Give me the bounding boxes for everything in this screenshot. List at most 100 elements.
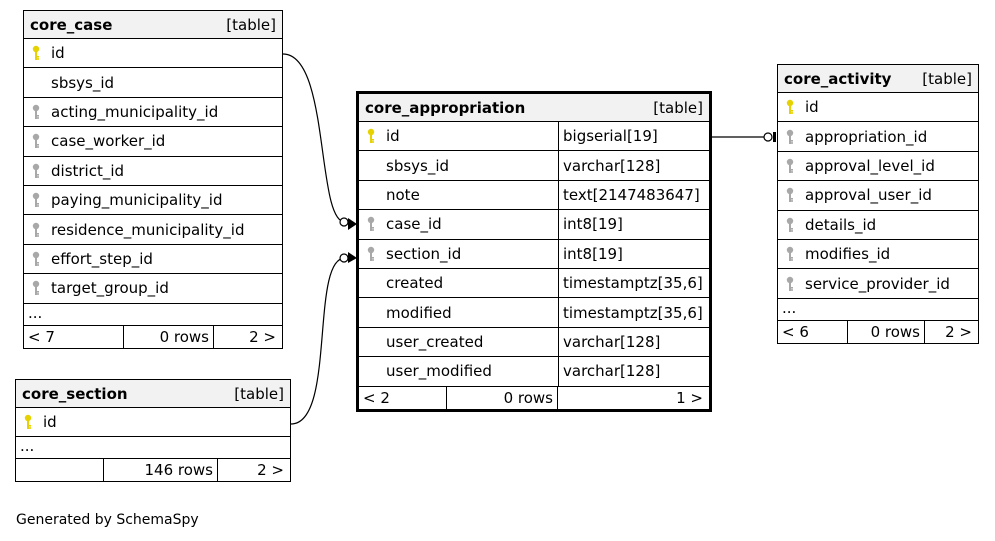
column-type: timestamptz[35,6] xyxy=(563,303,703,322)
generator-credit: Generated by SchemaSpy xyxy=(16,512,199,528)
column-type: text[2147483647] xyxy=(563,185,700,204)
column-name: sbsys_id xyxy=(51,73,115,92)
table-name: core_activity xyxy=(784,69,892,88)
table-footer: 146 rows 2 > xyxy=(16,459,290,482)
column-name-cell: target_group_id xyxy=(24,279,169,297)
column-name: target_group_id xyxy=(51,279,169,298)
column-name: id xyxy=(51,44,65,63)
column-name: paying_municipality_id xyxy=(51,191,223,210)
table-kind: [table] xyxy=(226,15,276,34)
table-kind: [table] xyxy=(653,98,703,117)
foreign-key-icon xyxy=(785,158,805,174)
column-row[interactable]: acting_municipality_id xyxy=(24,98,282,128)
column-row[interactable]: modifies_id xyxy=(778,240,978,270)
foreign-key-icon xyxy=(31,251,51,267)
column-name-cell: section_id xyxy=(359,239,559,268)
column-name-cell: sbsys_id xyxy=(24,74,114,92)
parents-count[interactable]: < 6 xyxy=(778,320,848,343)
column-name: id xyxy=(805,98,819,117)
parents-count[interactable]: < 2 xyxy=(359,386,447,409)
no-key-spacer xyxy=(366,334,386,350)
table-footer: < 6 0 rows 2 > xyxy=(778,320,978,343)
parents-count[interactable]: < 7 xyxy=(24,325,124,348)
foreign-key-icon xyxy=(785,187,805,203)
table-core-activity[interactable]: core_activity [table] id appropriation_id… xyxy=(777,64,979,344)
foreign-key-icon xyxy=(31,192,51,208)
column-row[interactable]: appropriation_id xyxy=(778,122,978,152)
no-key-spacer xyxy=(366,363,386,379)
primary-key-icon xyxy=(23,414,43,430)
column-name-cell: id xyxy=(778,98,819,116)
no-key-spacer xyxy=(366,305,386,321)
column-name-cell: details_id xyxy=(778,216,876,234)
table-core-case[interactable]: core_case [table] id sbsys_id acting_munic… xyxy=(23,10,283,349)
column-name-cell: service_provider_id xyxy=(778,275,950,293)
column-name-cell: approval_level_id xyxy=(778,157,935,175)
table-core-section[interactable]: core_section [table] id ... 146 rows 2 > xyxy=(15,379,291,483)
more-columns-ellipsis: ... xyxy=(778,299,978,321)
parents-count[interactable] xyxy=(16,459,104,482)
column-name: case_id xyxy=(386,215,442,234)
relationship-one-bar xyxy=(773,132,776,142)
column-row[interactable]: approval_level_id xyxy=(778,152,978,182)
column-row[interactable]: paying_municipality_id xyxy=(24,186,282,216)
column-row[interactable]: approval_user_id xyxy=(778,181,978,211)
row-count: 0 rows xyxy=(124,325,214,348)
column-row[interactable]: id xyxy=(778,93,978,123)
table-footer: < 7 0 rows 2 > xyxy=(24,325,282,348)
row-count: 146 rows xyxy=(104,459,218,482)
column-name-cell: modifies_id xyxy=(778,245,890,263)
no-key-spacer xyxy=(366,187,386,203)
table-header: core_case [table] xyxy=(24,11,282,39)
foreign-key-icon xyxy=(785,217,805,233)
foreign-key-icon xyxy=(31,133,51,149)
table-header: core_appropriation [table] xyxy=(359,94,709,122)
column-name: appropriation_id xyxy=(805,127,928,146)
column-name: id xyxy=(386,127,400,146)
column-name-cell: note xyxy=(359,180,559,210)
column-row[interactable]: residence_municipality_id xyxy=(24,215,282,245)
column-row[interactable]: service_provider_id xyxy=(778,269,978,299)
column-row[interactable]: district_id xyxy=(24,157,282,186)
children-count[interactable]: 2 > xyxy=(945,322,972,341)
row-count: 0 rows xyxy=(447,386,558,409)
column-name-cell: id xyxy=(24,44,65,62)
table-kind: [table] xyxy=(922,69,972,88)
column-row[interactable]: case_worker_id xyxy=(24,127,282,157)
table-footer: < 2 0 rows 1 > xyxy=(359,386,709,409)
foreign-key-icon xyxy=(785,276,805,292)
column-row[interactable]: effort_step_id xyxy=(24,245,282,275)
column-row[interactable]: details_id xyxy=(778,211,978,240)
no-key-spacer xyxy=(366,158,386,174)
column-name-cell: effort_step_id xyxy=(24,250,153,268)
foreign-key-icon xyxy=(366,246,386,262)
column-row[interactable]: id xyxy=(16,408,290,438)
children-count[interactable]: 2 > xyxy=(257,461,284,480)
children-count[interactable]: 2 > xyxy=(249,327,276,346)
column-name: details_id xyxy=(805,215,877,234)
column-name-cell: id xyxy=(16,413,57,431)
column-name: approval_level_id xyxy=(805,156,935,175)
more-columns-ellipsis: ... xyxy=(24,304,282,326)
column-row[interactable]: id xyxy=(24,39,282,69)
column-type: varchar[128] xyxy=(563,156,661,175)
foreign-key-icon xyxy=(31,222,51,238)
children-count[interactable]: 1 > xyxy=(676,388,703,407)
table-name: core_case xyxy=(30,15,113,34)
primary-key-icon xyxy=(366,128,386,144)
foreign-key-icon xyxy=(31,280,51,296)
column-row[interactable]: sbsys_id xyxy=(24,68,282,98)
column-row[interactable]: target_group_id xyxy=(24,274,282,304)
column-name-cell: id xyxy=(359,122,559,151)
